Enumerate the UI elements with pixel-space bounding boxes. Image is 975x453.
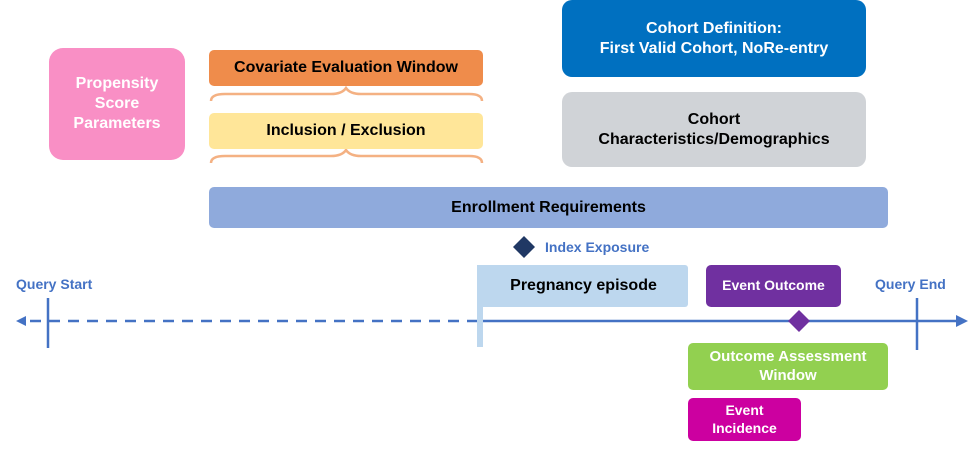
cohort-definition-line1: Cohort Definition: xyxy=(646,19,782,37)
inclusion-exclusion-box: Inclusion / Exclusion xyxy=(209,113,483,149)
propensity-score-box: Propensity Score Parameters xyxy=(49,48,185,160)
cohort-characteristics-line2: Characteristics/Demographics xyxy=(598,130,830,148)
cohort-definition-line2: First Valid Cohort, NoRe-entry xyxy=(599,39,829,57)
event-outcome-diamond xyxy=(788,310,810,332)
index-exposure-diamond xyxy=(513,236,535,258)
enrollment-requirements-box: Enrollment Requirements xyxy=(209,187,888,228)
event-outcome-box: Event Outcome xyxy=(706,265,841,307)
timeline-left-arrow xyxy=(16,316,26,326)
index-exposure-label: Index Exposure xyxy=(545,239,650,255)
inclusion-brace xyxy=(209,147,484,164)
enrollment-requirements-label: Enrollment Requirements xyxy=(451,198,646,216)
timeline-right-arrow xyxy=(956,315,968,327)
outcome-assessment-window-box: Outcome Assessment Window xyxy=(688,343,888,390)
cohort-characteristics-box: Cohort Characteristics/Demographics xyxy=(562,92,866,167)
outcome-assessment-window-label: Outcome Assessment Window xyxy=(709,347,867,384)
propensity-score-label: Propensity Score Parameters xyxy=(73,75,161,132)
pregnancy-episode-box: Pregnancy episode xyxy=(479,265,688,307)
covariate-brace xyxy=(209,85,484,102)
query-end-label: Query End xyxy=(875,276,946,292)
query-start-label: Query Start xyxy=(16,276,93,292)
cohort-definition-box: Cohort Definition: First Valid Cohort, N… xyxy=(562,0,866,77)
covariate-window-box: Covariate Evaluation Window xyxy=(209,50,483,86)
inclusion-exclusion-label: Inclusion / Exclusion xyxy=(266,122,426,139)
event-outcome-label: Event Outcome xyxy=(722,277,825,294)
cohort-characteristics-line1: Cohort xyxy=(687,110,741,128)
pregnancy-episode-label: Pregnancy episode xyxy=(510,277,657,294)
covariate-window-label: Covariate Evaluation Window xyxy=(234,59,458,76)
event-incidence-box: Event Incidence xyxy=(688,398,801,441)
event-incidence-label: Event Incidence xyxy=(712,402,777,436)
